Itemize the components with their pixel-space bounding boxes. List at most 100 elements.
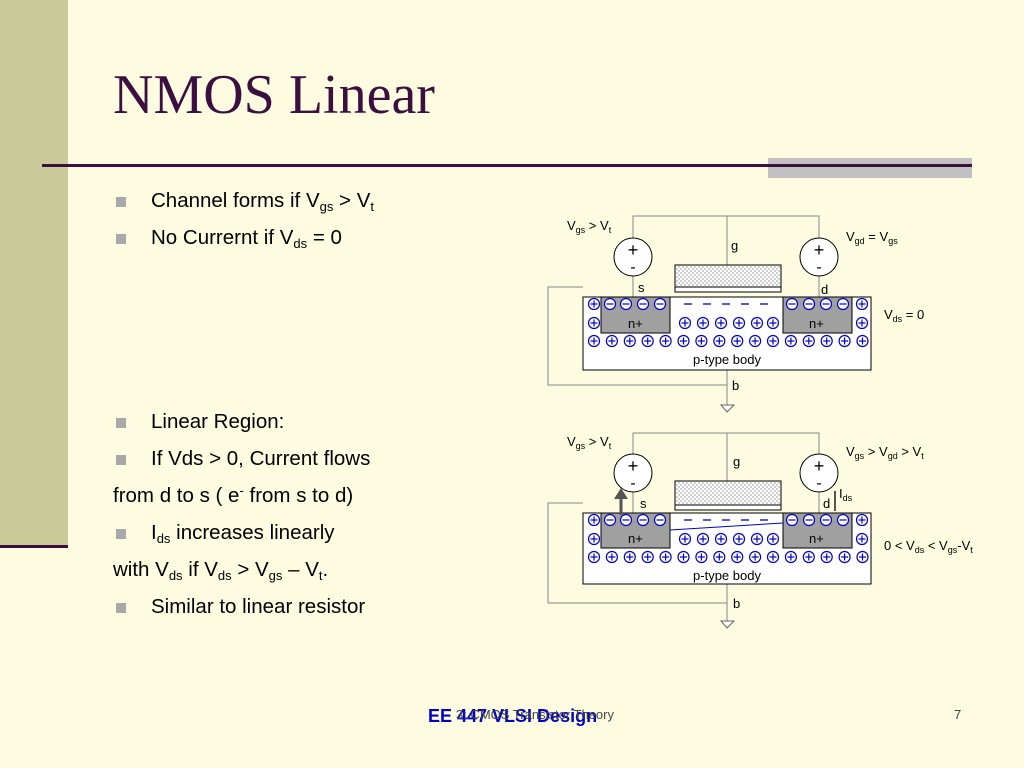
substrate-label: p-type body (693, 352, 761, 367)
hole-symbol (820, 550, 833, 564)
hole-symbol (713, 334, 726, 348)
gate-label: g (733, 454, 740, 469)
hole-symbol (731, 334, 744, 348)
hole-symbol (641, 334, 654, 348)
vcond-label: Vgs > Vgd > Vt (846, 444, 924, 461)
hole-symbol (696, 532, 710, 546)
wires-top (547, 215, 820, 405)
ground-symbol (719, 620, 736, 629)
hole-symbol (766, 316, 780, 330)
electron-symbol (802, 513, 816, 527)
footer-course-title: EE 447 VLSI Design (428, 706, 598, 726)
vgd-label: Vgd = Vgs (846, 229, 898, 246)
diagram-top: + - + - g s d b n+ n+ p-type body Vgs > … (547, 215, 924, 413)
title-rule-accent (768, 158, 972, 178)
vgs-label: Vgs > Vt (567, 434, 612, 451)
source-label: s (640, 496, 647, 511)
electron-symbol (636, 297, 650, 311)
hole-symbol (855, 297, 869, 311)
minus-symbol: - (630, 259, 635, 276)
hole-symbol (587, 316, 601, 330)
ids-label: Ids (839, 486, 853, 503)
diagram-bottom: + - + - g s d Ids b n+ n+ p-type body Vg… (547, 432, 973, 629)
drain-label: d (821, 282, 828, 297)
hole-symbol (856, 550, 869, 564)
hole-symbol (732, 316, 746, 330)
hole-symbol (587, 532, 601, 546)
hole-symbol (659, 334, 672, 348)
plus-symbol: + (814, 456, 825, 476)
gate-oxide (674, 504, 782, 511)
hole-symbol (731, 550, 744, 564)
vgd-source (799, 453, 839, 493)
hole-symbol (623, 334, 636, 348)
hole-symbol (587, 297, 601, 311)
hole-symbol (714, 532, 728, 546)
wires-bottom (547, 432, 820, 621)
sidebar-divider (0, 545, 68, 548)
hole-symbol (784, 334, 798, 348)
electron-symbol (836, 513, 850, 527)
hole-symbol (695, 334, 708, 348)
charge-carriers (587, 513, 869, 564)
hole-symbol (695, 550, 708, 564)
vgs-label: Vgs > Vt (567, 218, 612, 235)
body-label: b (733, 596, 740, 611)
minus-symbol: - (630, 475, 635, 492)
hole-symbol (820, 334, 833, 348)
drain-label: d (823, 496, 830, 511)
bullet-linear-resistor: Similar to linear resistor (115, 595, 366, 618)
footer-topic: 3: CMOS Transistor Theory (456, 707, 614, 722)
slide-title: NMOS Linear (113, 64, 435, 126)
body-label: b (732, 378, 739, 393)
page-number: 7 (954, 707, 962, 722)
electron-symbol (603, 513, 617, 527)
minus-symbol: - (816, 259, 821, 276)
electron-symbol (836, 297, 850, 311)
gate-poly (674, 480, 782, 506)
vds-label: Vds = 0 (884, 307, 924, 324)
vgs-source (613, 237, 653, 277)
hole-symbol (641, 550, 654, 564)
hole-symbol (766, 334, 780, 348)
bullet-ids-increases: Ids increases linearly (116, 521, 335, 546)
hole-symbol (784, 550, 798, 564)
hole-symbol (838, 550, 851, 564)
plus-symbol: + (814, 240, 825, 260)
hole-symbol (732, 532, 746, 546)
vgs-source (613, 453, 653, 493)
hole-symbol (677, 334, 690, 348)
nplus-label: n+ (628, 316, 643, 331)
nplus-label: n+ (809, 316, 824, 331)
hole-symbol (587, 334, 601, 348)
plus-symbol: + (628, 240, 639, 260)
electron-symbol (819, 513, 833, 527)
bullet-channel-forms: Channel forms if Vgs > Vt (115, 189, 375, 214)
electron-symbol (653, 297, 667, 311)
electron-symbol (636, 513, 650, 527)
nplus-label: n+ (628, 531, 643, 546)
gate-label: g (731, 238, 738, 253)
hole-symbol (838, 334, 851, 348)
electron-symbol (653, 513, 667, 527)
gate-oxide (674, 286, 782, 293)
text-with-vds: with Vds if Vds > Vgs – Vt. (113, 558, 329, 583)
charge-carriers (587, 297, 869, 348)
hole-symbol (605, 550, 619, 564)
source-label: s (638, 280, 645, 295)
hole-symbol (678, 316, 692, 330)
hole-symbol (766, 550, 780, 564)
hole-symbol (714, 316, 728, 330)
bullet-linear-region: Linear Region: (115, 410, 285, 433)
hole-symbol (802, 550, 815, 564)
hole-symbol (856, 334, 869, 348)
substrate-label: p-type body (693, 568, 761, 583)
bullet-current-flows: If Vds > 0, Current flows (115, 447, 371, 470)
current-arrow-head (614, 488, 628, 499)
nplus-label: n+ (809, 531, 824, 546)
electron-symbol (619, 513, 633, 527)
vgd-source (799, 237, 839, 277)
electron-symbol (785, 297, 799, 311)
electron-symbol (819, 297, 833, 311)
